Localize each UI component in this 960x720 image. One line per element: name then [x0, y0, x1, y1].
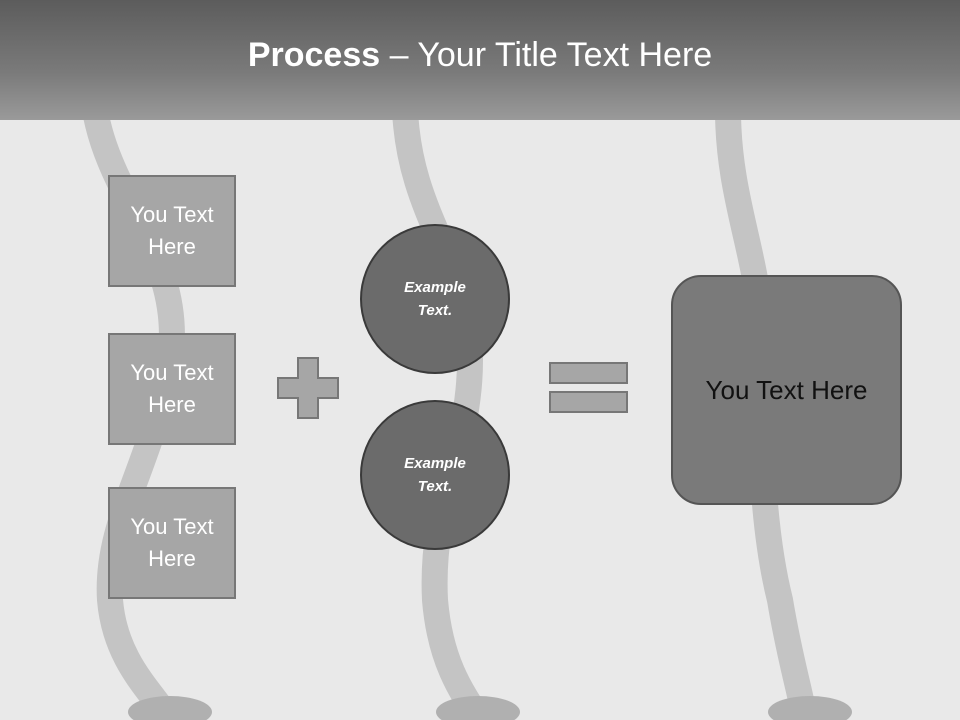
example-circle-1: Example Text.	[360, 224, 510, 374]
text-box-3: You Text Here	[108, 487, 236, 599]
result-box: You Text Here	[671, 275, 902, 505]
text-box-2-label: You Text Here	[130, 360, 214, 417]
text-box-1: You Text Here	[108, 175, 236, 287]
text-box-2: You Text Here	[108, 333, 236, 445]
title-bold: Process	[247, 35, 381, 74]
example-circle-1-label: Example Text.	[404, 279, 466, 319]
equals-icon	[549, 362, 628, 413]
title-rest: – Your Title Text Here	[380, 35, 713, 74]
text-box-3-label: You Text Here	[130, 514, 214, 571]
slide-title: Process – Your Title Text Here	[248, 36, 712, 75]
title-bar: Process – Your Title Text Here	[0, 0, 960, 120]
example-circle-2: Example Text.	[360, 400, 510, 550]
result-box-label: You Text Here	[705, 374, 868, 405]
plus-icon	[277, 357, 339, 419]
text-box-1-label: You Text Here	[130, 202, 214, 259]
example-circle-2-label: Example Text.	[404, 455, 466, 495]
